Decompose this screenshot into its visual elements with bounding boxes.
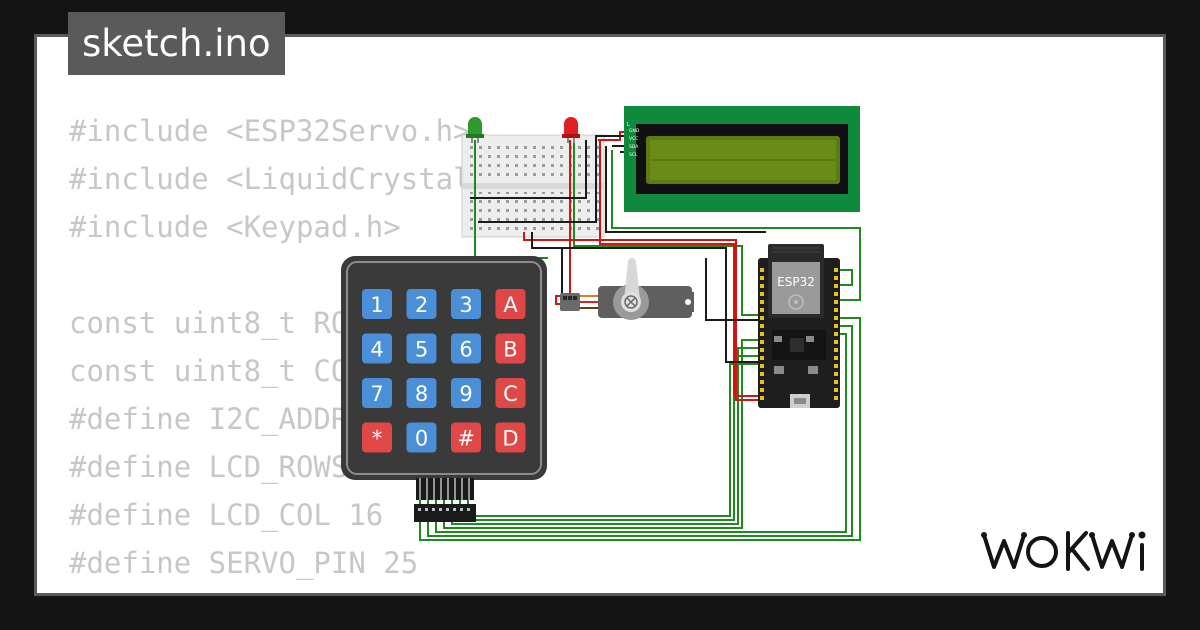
keypad-key-label: 8 (415, 382, 428, 406)
svg-text:L: L (627, 122, 630, 128)
keypad-key-D[interactable] (495, 422, 526, 453)
code-line: #define LCD_ROWS 2 (69, 450, 384, 484)
code-line: #include <Keypad.h> (69, 210, 401, 244)
keypad-key-label: 6 (459, 338, 472, 362)
keypad-key-0[interactable] (406, 422, 437, 453)
preview-frame: #include <ESP32Servo.h>#include <LiquidC… (34, 34, 1166, 596)
keypad-key-*[interactable] (362, 422, 392, 453)
wifi-logo (788, 294, 804, 310)
code-background: #include <ESP32Servo.h>#include <LiquidC… (69, 107, 593, 593)
esp32-board[interactable]: ESP32 (758, 244, 840, 408)
code-line: #define SERVO_PIN 25 (69, 546, 419, 580)
keypad-key-2[interactable] (406, 289, 437, 319)
keypad-key-6[interactable] (451, 333, 481, 364)
esp32-label: ESP32 (777, 275, 815, 289)
keypad-key-5[interactable] (406, 333, 437, 364)
code-line: #define LCD_COL 16 (69, 498, 384, 532)
lcd-pin-sda: SDA (629, 144, 639, 150)
keypad-key-1[interactable] (362, 289, 392, 319)
keypad-key-label: 5 (415, 338, 428, 362)
keypad-key-9[interactable] (451, 378, 481, 408)
wokwi-logo (981, 531, 1146, 571)
keypad-key-3[interactable] (451, 289, 481, 319)
keypad-key-label: A (503, 293, 518, 317)
keypad-key-B[interactable] (495, 333, 526, 364)
keypad-key-label: 9 (459, 382, 472, 406)
keypad[interactable]: 1 2 3 A 4 5 6 B 7 8 9 C * 0 # D (341, 256, 547, 522)
keypad-key-label: 3 (459, 293, 472, 317)
red-led[interactable] (562, 117, 580, 143)
servo-motor[interactable] (560, 258, 694, 320)
keypad-key-4[interactable] (362, 333, 392, 364)
keypad-key-label: 4 (370, 338, 383, 362)
keypad-key-label: C (503, 382, 518, 406)
esp32-pin-header-left (760, 268, 764, 400)
keypad-key-label: D (502, 427, 518, 451)
keypad-key-label: # (457, 427, 475, 451)
keypad-key-label: 7 (370, 382, 383, 406)
keypad-key-#[interactable] (451, 422, 481, 453)
green-led[interactable] (466, 117, 484, 143)
code-line: #include <ESP32Servo.h> (69, 114, 471, 148)
keypad-key-A[interactable] (495, 289, 526, 319)
lcd-pin-gnd: GND (629, 128, 640, 134)
keypad-key-label: 1 (370, 293, 383, 317)
keypad-key-label: 0 (415, 427, 428, 451)
keypad-key-label: 2 (415, 293, 428, 317)
keypad-key-label: * (372, 427, 383, 451)
lcd-pin-scl: SCL (629, 152, 638, 158)
keypad-key-8[interactable] (406, 378, 437, 408)
file-tab[interactable]: sketch.ino (68, 12, 285, 75)
esp32-pin-header-right (834, 268, 838, 400)
keypad-keys: 1 2 3 A 4 5 6 B 7 8 9 C * 0 # D (362, 289, 526, 453)
keypad-key-C[interactable] (495, 378, 526, 408)
keypad-key-label: B (503, 338, 517, 362)
keypad-key-7[interactable] (362, 378, 392, 408)
lcd-pin-vcc: VCC (629, 136, 638, 142)
lcd-display[interactable]: L GND VCC SDA SCL (624, 106, 860, 212)
